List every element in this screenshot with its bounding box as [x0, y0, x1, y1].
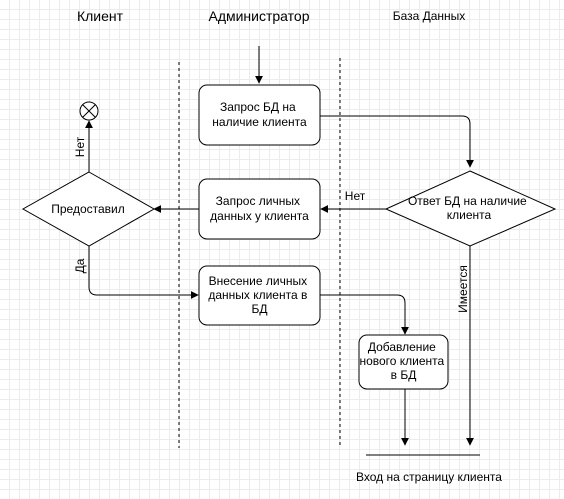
label-no-client: Нет	[73, 136, 87, 157]
add-client-line-1: Добавление	[368, 340, 436, 354]
provided-line-1: Предоставил	[51, 202, 125, 216]
client-page-label: Вход на страницу клиента	[356, 470, 502, 484]
db-response-line-2: клиента	[447, 208, 492, 222]
data-entry-line-3: БД	[251, 302, 267, 316]
db-response-line-1: Ответ БД на наличие	[408, 194, 527, 208]
personal-data-request-line-1: Запрос личных	[216, 194, 300, 208]
lane-title-db: База Данных	[393, 9, 466, 23]
lane-title-client: Клиент	[77, 8, 124, 24]
add-client-line-2: нового клиента	[359, 354, 444, 368]
db-response-text: Ответ БД на наличие клиента	[408, 194, 530, 222]
db-request-line-2: наличие клиента	[212, 115, 307, 129]
db-request-node: Запрос БД на наличие клиента	[198, 84, 321, 146]
add-client-text: Добавление нового клиента в БД	[359, 340, 447, 382]
edge-provided-yes	[88, 246, 199, 299]
edge-db-request-to-response	[320, 115, 474, 168]
end-node	[79, 101, 99, 121]
data-entry-text: Внесение личных данных клиента в БД	[208, 274, 310, 316]
personal-data-request-node: Запрос личных данных у клиента	[198, 178, 321, 240]
personal-data-request-line-2: данных у клиента	[210, 209, 309, 223]
lane-title-admin: Администратор	[208, 8, 309, 24]
add-client-line-3: в БД	[391, 368, 417, 382]
add-client-node: Добавление нового клиента в БД	[358, 334, 449, 390]
label-no-db: Нет	[345, 189, 366, 203]
data-entry-line-1: Внесение личных	[209, 274, 308, 288]
db-request-text: Запрос БД на наличие клиента	[212, 100, 307, 129]
personal-data-request-text: Запрос личных данных у клиента	[210, 194, 309, 223]
provided-text: Предоставил	[51, 202, 125, 216]
provided-decision: Предоставил	[21, 171, 156, 247]
data-entry-line-2: данных клиента в	[208, 288, 307, 302]
label-exists: Имеется	[456, 265, 470, 313]
db-request-line-1: Запрос БД на	[220, 100, 296, 114]
db-response-decision: Ответ БД на наличие клиента	[384, 170, 557, 247]
edge-entry-to-add	[320, 294, 409, 335]
data-entry-node: Внесение личных данных клиента в БД	[198, 265, 321, 326]
label-yes-client: Да	[73, 258, 87, 273]
